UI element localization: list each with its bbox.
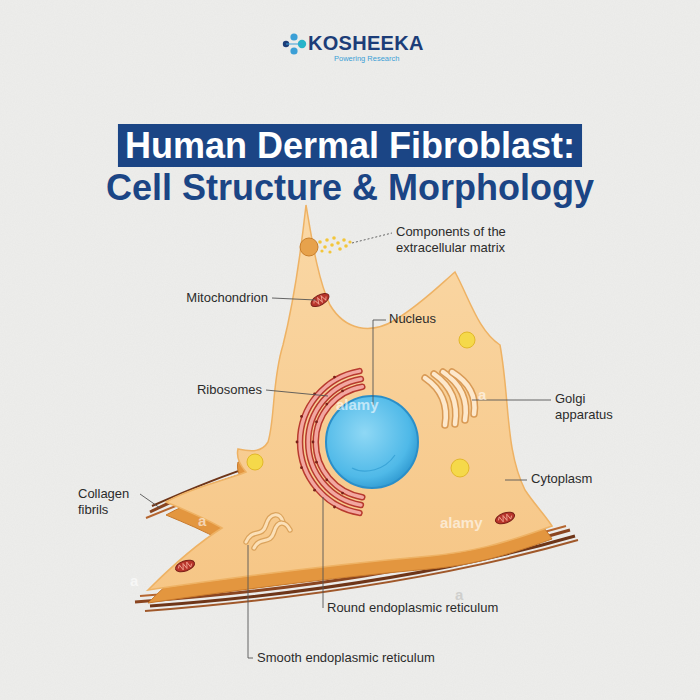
watermark: alamy — [336, 396, 379, 413]
ribosome-dot — [315, 420, 318, 423]
smooth-er-tube — [254, 523, 290, 548]
mitochondrion-cristae — [177, 561, 192, 571]
leader-line — [266, 390, 328, 396]
ecm-particle — [344, 244, 348, 248]
mitochondrion — [174, 558, 196, 574]
watermark: a — [478, 386, 486, 403]
ribosome-dot — [315, 461, 318, 464]
mitochondrion-group — [494, 510, 516, 526]
leader-line — [352, 233, 392, 243]
smooth-er-lumen — [254, 523, 290, 548]
ribosome-dot — [296, 441, 299, 444]
ribosome-dot — [325, 403, 328, 406]
ecm-particle — [338, 247, 342, 251]
ecm-particle — [336, 241, 340, 245]
logo-link — [286, 44, 302, 45]
leader-line — [323, 497, 324, 608]
nucleus — [326, 396, 418, 488]
golgi-lumen — [452, 372, 475, 414]
mitochondrion — [494, 510, 516, 526]
part-label: Golgi apparatus — [555, 391, 625, 423]
ribosome-dot — [313, 489, 316, 492]
golgi-cisterna — [452, 372, 475, 414]
vesicle — [451, 459, 469, 477]
nucleus-fold — [352, 455, 395, 471]
leader-line — [505, 480, 527, 481]
mitochondrion-cristae — [497, 513, 512, 523]
watermark: a — [130, 572, 138, 589]
part-label: Smooth endoplasmic reticulum — [257, 650, 487, 666]
ecm-particle — [330, 243, 334, 247]
logo-dot — [290, 33, 297, 40]
ribosome-dot — [312, 441, 315, 444]
ecm-particle — [328, 250, 331, 253]
ribosome-dot — [300, 415, 303, 418]
part-label: Nucleus — [389, 311, 479, 327]
ribosome-dot — [333, 376, 336, 379]
logo-tagline: Powering Research — [334, 54, 399, 63]
mitochondrion-group — [174, 558, 196, 574]
part-label: Components of the extracellular matrix — [396, 224, 521, 256]
leader-line — [248, 545, 253, 658]
ecm-particle — [332, 236, 336, 240]
leader-line — [373, 320, 386, 405]
part-label: Ribosomes — [162, 382, 262, 398]
ribosome-dot — [341, 492, 344, 495]
ecm-particle — [320, 249, 323, 252]
cell-body — [148, 205, 552, 590]
logo-dot — [290, 47, 297, 54]
vesicle — [459, 332, 475, 348]
watermark: a — [455, 586, 463, 603]
ecm-particle — [325, 238, 329, 242]
part-label: Mitochondrion — [158, 290, 268, 306]
leader-line — [272, 298, 316, 300]
ribosome-dot — [325, 479, 328, 482]
ribosome-dot — [300, 466, 303, 469]
ecm-particle — [323, 245, 327, 249]
ribosome-dot — [333, 506, 336, 509]
ecm-particle — [342, 238, 346, 242]
vesicle — [247, 454, 263, 470]
part-label: Collagen fibrils — [78, 486, 148, 518]
diagram-title: Human Dermal Fibroblast: Cell Structure … — [95, 125, 605, 209]
watermark: alamy — [440, 514, 483, 531]
leader-line — [140, 494, 160, 508]
ecm-particle — [348, 240, 351, 243]
ecm-particle — [318, 240, 322, 244]
watermark: a — [198, 512, 206, 529]
logo-wordmark: KOSHEEKA — [308, 32, 424, 54]
ribosome-dot — [341, 390, 344, 393]
part-label: Cytoplasm — [531, 471, 631, 487]
ecm-vesicle — [300, 238, 318, 256]
part-label: Round endoplasmic reticulum — [327, 600, 547, 616]
leader-group — [140, 233, 551, 658]
